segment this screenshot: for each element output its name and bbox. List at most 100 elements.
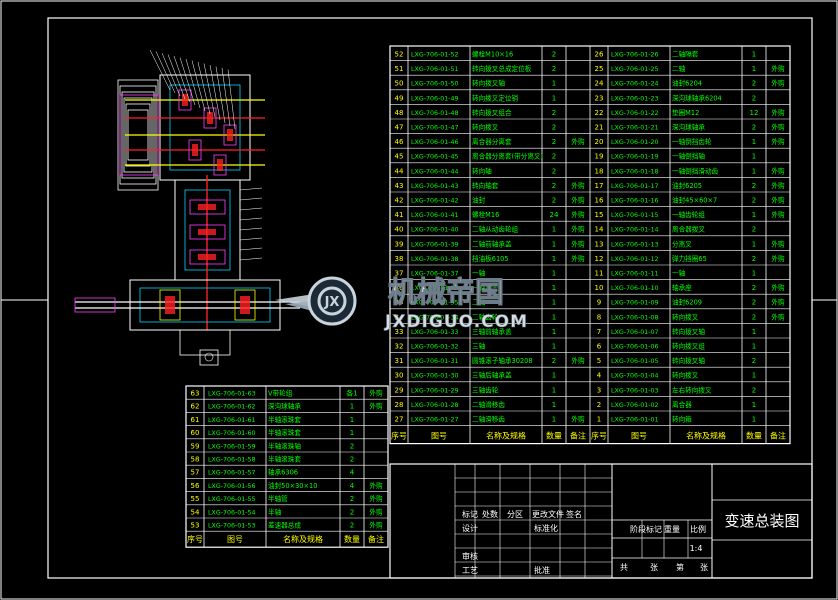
table-right-row-name: 转向拨叉 [472, 123, 499, 132]
table-right-row-no: 49 [395, 94, 404, 102]
table-right-row-name: 二轴滑移齿 [472, 415, 505, 424]
table-right-row-code: LXG-706-01-22 [611, 110, 659, 117]
table-right-row-no: 17 [595, 182, 604, 190]
table-right-row-note: 外购 [771, 137, 785, 146]
table-right-row-code: LXG-706-01-20 [611, 139, 659, 146]
table-left-row-code: LXG-706-01-62 [208, 404, 256, 411]
table-right-row-qty: 1 [552, 240, 556, 248]
table-right-row-name: 转向拨叉轴 [672, 327, 705, 336]
table-right-row-code: LXG-706-01-04 [611, 373, 659, 380]
table-right-row-name: 转向轴套 [472, 181, 499, 190]
table-right-row-no: 43 [395, 182, 404, 190]
table-right-row-qty: 1 [752, 51, 756, 59]
table-right-header: 数量 [746, 431, 762, 441]
table-right-row-code: LXG-706-01-37 [411, 271, 459, 278]
table-right-row-no: 7 [597, 328, 601, 336]
gear-wing-icon: JX [275, 276, 357, 326]
table-right-row-code: LXG-706-01-44 [411, 168, 459, 175]
table-right-header: 名称及规格 [486, 431, 526, 441]
table-left-row-name: 深沟球轴承 [268, 402, 301, 411]
table-right-row-note: 外购 [771, 79, 785, 88]
table-right-row-no: 23 [595, 94, 604, 102]
table-right-row-note: 外购 [771, 283, 785, 292]
table-right-row-note: 外购 [771, 166, 785, 175]
table-right-row-no: 11 [595, 270, 604, 278]
table-right-row-no: 21 [595, 124, 604, 132]
table-left-row-name: 半轴滚珠套 [268, 428, 301, 437]
table-right-row-no: 28 [395, 401, 404, 409]
table-right-row-qty: 2 [552, 109, 556, 117]
table-right-row-no: 25 [595, 65, 604, 73]
scale-value: 1:4 [690, 544, 703, 553]
table-right-row-qty: 1 [752, 211, 756, 219]
table-right-row-qty: 2 [552, 51, 556, 59]
table-left-row-code: LXG-706-01-56 [208, 483, 256, 490]
table-left-row-name: 差速器总成 [268, 521, 301, 530]
table-right-row-no: 22 [595, 109, 604, 117]
table-right-row-name: 二轴隔套 [672, 50, 699, 59]
table-left-row-code: LXG-706-01-59 [208, 443, 256, 450]
title-block-label: 标准化 [534, 523, 558, 533]
table-left-row-qty: 2 [350, 456, 354, 464]
table-right-row-name: 油封6204 [672, 79, 702, 88]
table-right-row-code: LXG-706-01-34 [411, 314, 459, 321]
assembly-drawing [74, 49, 300, 366]
table-right-row-code: LXG-706-01-43 [411, 183, 459, 190]
table-left-row-name: 轴承6306 [268, 468, 298, 477]
table-right-row-qty: 2 [752, 386, 756, 394]
table-right-row-code: LXG-706-01-39 [411, 241, 459, 248]
table-right-row-code: LXG-706-01-25 [611, 66, 659, 73]
table-right-row-no: 33 [395, 328, 404, 336]
table-left-row-qty: 各1 [346, 389, 357, 398]
table-right-row-no: 38 [395, 255, 404, 263]
table-right-row-no: 37 [395, 270, 404, 278]
table-left-row-no: 55 [191, 495, 200, 503]
table-right-row-no: 24 [595, 80, 604, 88]
table-right-row-name: 转向拨叉组合 [472, 108, 512, 117]
table-left-row-name: 半轴滚珠轴 [268, 441, 301, 450]
table-right-row-name: 油封45×60×7 [672, 196, 717, 205]
table-left-row-note: 外购 [369, 389, 383, 398]
title-block: 标记处数分区更改文件签名设计标准化审核工艺批准阶段标记重量比例共张第张1:4变速… [389, 463, 813, 579]
table-left-row-no: 56 [191, 482, 200, 490]
table-right-header: 图号 [631, 432, 647, 441]
table-right-row-name: 油封 [472, 196, 486, 205]
title-block-label: 张 [700, 563, 708, 572]
table-right-row-code: LXG-706-01-47 [411, 125, 459, 132]
table-right-row-name: 一轴承盖 [472, 283, 499, 292]
table-right-row-code: LXG-706-01-06 [611, 344, 659, 351]
table-right-row-no: 48 [395, 109, 404, 117]
table-left-row-qty: 1 [350, 429, 354, 437]
table-left-row-name: 半轴滚珠套 [268, 455, 301, 464]
table-left-header: 图号 [227, 535, 243, 544]
table-left-row-note: 外购 [369, 494, 383, 503]
table-right-row-qty: 2 [752, 313, 756, 321]
title-block-label: 比例 [690, 524, 706, 534]
table-left-header: 名称及规格 [283, 534, 323, 544]
table-right-row-qty: 1 [752, 401, 756, 409]
table-right-row-code: LXG-706-01-17 [611, 183, 659, 190]
table-right-row-qty: 2 [552, 138, 556, 146]
table-right-row-name: 三轴齿轮 [472, 385, 499, 394]
table-right-row-code: LXG-706-01-35 [411, 300, 459, 307]
table-right-row-code: LXG-706-01-31 [411, 358, 459, 365]
watermark-brand-cn: 机械帝国 [388, 275, 504, 309]
table-right-header: 序号 [391, 431, 407, 441]
table-right-header: 图号 [431, 432, 447, 441]
table-right-row-code: LXG-706-01-49 [411, 95, 459, 102]
table-right-row-no: 18 [595, 167, 604, 175]
table-right-row-name: 三轴前轴承盖 [472, 327, 512, 336]
table-right-row-name: 二轴从动齿轮组 [472, 225, 519, 234]
table-right-row-note: 外购 [771, 108, 785, 117]
table-left-row-code: LXG-706-01-54 [208, 509, 256, 516]
table-right-row-name: 轴承座 [672, 283, 692, 292]
table-right-row-code: LXG-706-01-13 [611, 241, 659, 248]
table-right-row-note: 外购 [571, 181, 585, 190]
title-block-label: 处数 [482, 509, 498, 519]
table-right-header: 数量 [546, 431, 562, 441]
table-right-row-name: 离合器分离套 [472, 137, 512, 146]
table-right-row-qty: 2 [552, 182, 556, 190]
table-left-row-code: LXG-706-01-57 [208, 470, 256, 477]
